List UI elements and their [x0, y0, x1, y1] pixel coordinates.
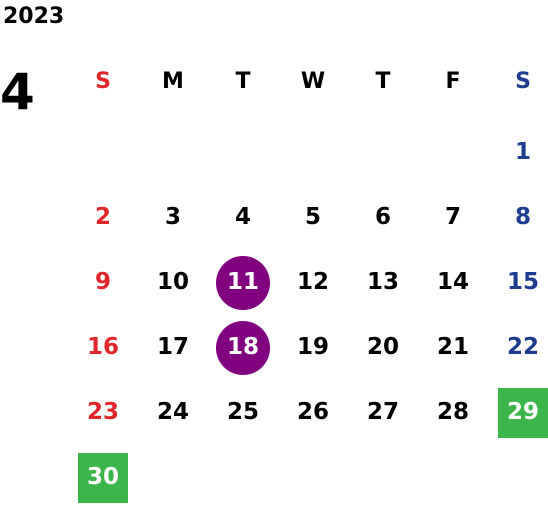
- day-number: 2: [94, 204, 111, 230]
- day-cell[interactable]: 25: [208, 380, 278, 445]
- weekday-monday: M: [162, 68, 184, 94]
- day-cell[interactable]: 22: [488, 315, 548, 380]
- day-number: 3: [164, 204, 181, 230]
- weekday-tuesday: T: [235, 68, 251, 94]
- day-cell: [278, 120, 348, 185]
- day-number: 19: [296, 334, 329, 360]
- day-cell[interactable]: 2: [68, 185, 138, 250]
- day-cell[interactable]: 29: [488, 380, 548, 445]
- day-cell[interactable]: 1: [488, 120, 548, 185]
- day-cell[interactable]: 3: [138, 185, 208, 250]
- day-number: 14: [436, 269, 469, 295]
- weekday-header: S M T W T F S: [68, 62, 548, 100]
- day-cell[interactable]: 27: [348, 380, 418, 445]
- weekday-saturday: S: [515, 68, 531, 94]
- day-number: 6: [374, 204, 391, 230]
- day-cell: [138, 445, 208, 510]
- weekday-wednesday: W: [300, 68, 326, 94]
- day-cell[interactable]: 19: [278, 315, 348, 380]
- day-cell[interactable]: 16: [68, 315, 138, 380]
- day-cell: [348, 445, 418, 510]
- day-cell[interactable]: 20: [348, 315, 418, 380]
- day-number: 8: [514, 204, 531, 230]
- day-number: 5: [304, 204, 321, 230]
- day-number: 27: [366, 399, 399, 425]
- day-number: 12: [296, 269, 329, 295]
- day-cell: [138, 120, 208, 185]
- day-cell[interactable]: 9: [68, 250, 138, 315]
- day-cell[interactable]: 8: [488, 185, 548, 250]
- day-cell[interactable]: 11: [208, 250, 278, 315]
- day-number: 15: [506, 269, 539, 295]
- day-number: 24: [156, 399, 189, 425]
- day-cell: [278, 445, 348, 510]
- day-cell[interactable]: 14: [418, 250, 488, 315]
- weekday-thursday: T: [375, 68, 391, 94]
- day-cell[interactable]: 28: [418, 380, 488, 445]
- day-cell: [488, 445, 548, 510]
- day-number: 23: [86, 399, 119, 425]
- day-cell: [68, 120, 138, 185]
- day-number: 1: [514, 139, 531, 165]
- day-number: 7: [444, 204, 461, 230]
- day-number: 10: [156, 269, 189, 295]
- day-number: 29: [498, 387, 548, 438]
- day-cell: [208, 445, 278, 510]
- day-cell[interactable]: 12: [278, 250, 348, 315]
- day-number: 21: [436, 334, 469, 360]
- day-cell[interactable]: 24: [138, 380, 208, 445]
- day-cell[interactable]: 21: [418, 315, 488, 380]
- day-cell: [348, 120, 418, 185]
- day-number: 11: [216, 255, 270, 310]
- day-cell[interactable]: 23: [68, 380, 138, 445]
- day-number: 9: [94, 269, 111, 295]
- day-cell[interactable]: 26: [278, 380, 348, 445]
- day-cell[interactable]: 5: [278, 185, 348, 250]
- day-cell[interactable]: 7: [418, 185, 488, 250]
- day-cell[interactable]: 30: [68, 445, 138, 510]
- day-cell[interactable]: 10: [138, 250, 208, 315]
- day-cell[interactable]: 6: [348, 185, 418, 250]
- day-number: 18: [216, 320, 270, 375]
- day-cell[interactable]: 4: [208, 185, 278, 250]
- day-number: 4: [234, 204, 251, 230]
- day-number: 16: [86, 334, 119, 360]
- weekday-friday: F: [445, 68, 461, 94]
- day-cell: [418, 120, 488, 185]
- day-cell[interactable]: 17: [138, 315, 208, 380]
- day-cell[interactable]: 18: [208, 315, 278, 380]
- day-cell: [208, 120, 278, 185]
- weekday-sunday: S: [95, 68, 111, 94]
- day-number: 13: [366, 269, 399, 295]
- day-number: 30: [78, 452, 128, 503]
- day-number: 26: [296, 399, 329, 425]
- month-number: 4: [0, 63, 35, 121]
- day-number: 25: [226, 399, 259, 425]
- day-number: 17: [156, 334, 189, 360]
- day-number: 22: [506, 334, 539, 360]
- day-cell[interactable]: 13: [348, 250, 418, 315]
- day-cell[interactable]: 15: [488, 250, 548, 315]
- day-cell: [418, 445, 488, 510]
- day-number: 20: [366, 334, 399, 360]
- day-number: 28: [436, 399, 469, 425]
- year-label: 2023: [3, 4, 65, 29]
